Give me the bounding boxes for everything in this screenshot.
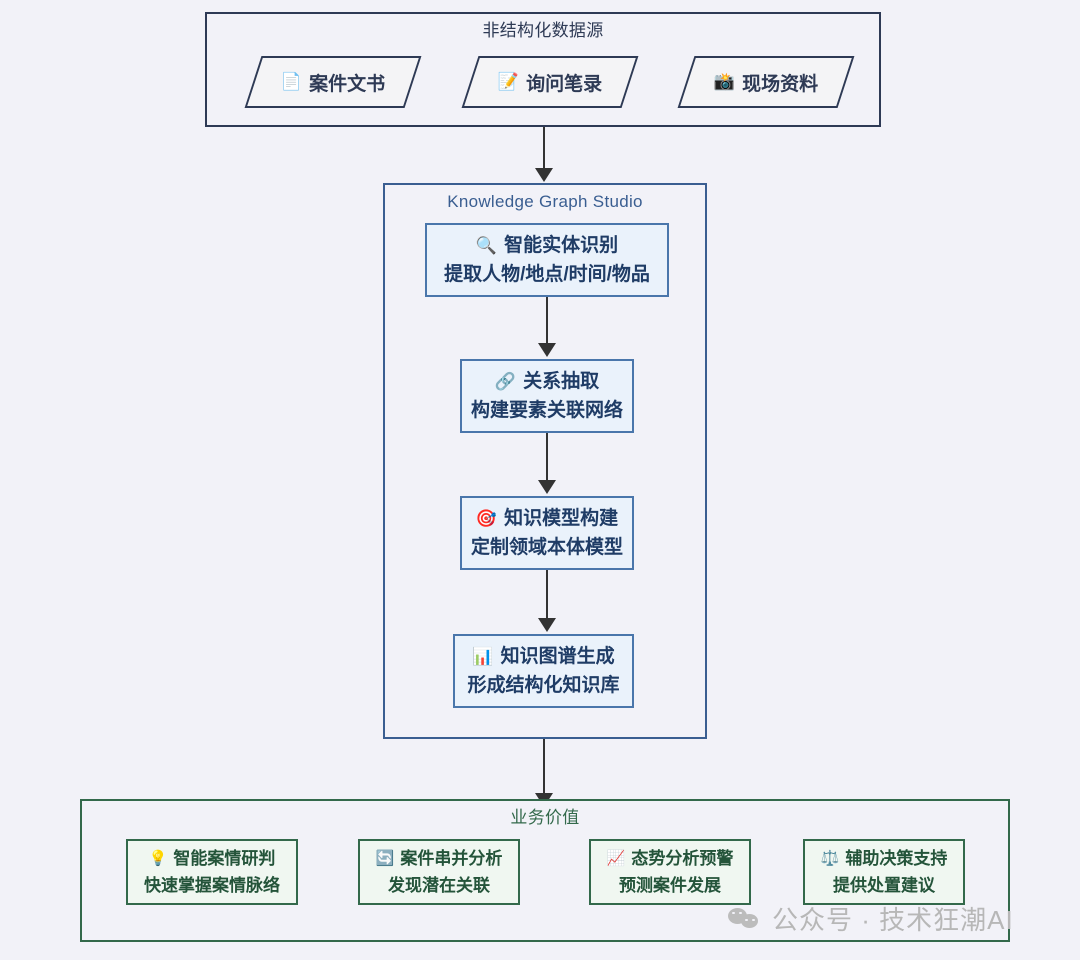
connector-step2-to-step3-arrow — [538, 480, 556, 494]
connector-step3-to-step4-line — [546, 570, 548, 620]
section-title-studio: Knowledge Graph Studio — [447, 192, 643, 211]
source-node-text: 现场资料 — [742, 73, 819, 95]
value-title-line: 💡 智能案情研判 — [149, 845, 276, 872]
step-knowledge-model-construction[interactable]: 🎯 知识模型构建 定制领域本体模型 — [460, 496, 634, 570]
section-title-sources: 非结构化数据源 — [482, 21, 604, 40]
step-subtitle: 构建要素关联网络 — [470, 400, 623, 421]
step-knowledge-graph-generation[interactable]: 📊 知识图谱生成 形成结构化知识库 — [453, 634, 634, 708]
step-title-line: 🔍 智能实体识别 — [476, 231, 618, 260]
step-relation-extraction[interactable]: 🔗 关系抽取 构建要素关联网络 — [460, 359, 634, 433]
lightbulb-icon: 💡 — [148, 850, 168, 867]
magnifier-icon: 🔍 — [475, 236, 498, 255]
value-title-line: 🔄 案件串并分析 — [376, 845, 503, 872]
step-title-line: 📊 知识图谱生成 — [472, 642, 614, 671]
memo-icon: 📝 — [497, 72, 520, 91]
connector-step3-to-step4-arrow — [538, 618, 556, 632]
source-node-text: 询问笔录 — [526, 73, 603, 95]
step-title: 智能实体识别 — [504, 235, 619, 256]
source-node-label: 📸 现场资料 — [714, 69, 818, 96]
value-subtitle: 预测案件发展 — [619, 876, 721, 895]
link-icon: 🔗 — [494, 372, 517, 391]
connector-sources-to-studio-arrow — [535, 168, 553, 182]
connector-studio-to-value-line — [543, 739, 545, 796]
section-title-value: 业务价值 — [510, 808, 580, 827]
document-icon: 📄 — [280, 72, 303, 91]
step-entity-recognition[interactable]: 🔍 智能实体识别 提取人物/地点/时间/物品 — [425, 223, 669, 297]
connector-step1-to-step2-line — [546, 297, 548, 345]
value-subtitle: 提供处置建议 — [833, 876, 935, 895]
step-title-line: 🎯 知识模型构建 — [476, 504, 618, 533]
step-title: 知识模型构建 — [504, 508, 619, 529]
section-knowledge-graph-studio: Knowledge Graph Studio 🔍 智能实体识别 提取人物/地点/… — [383, 183, 707, 739]
trendline-icon: 📈 — [606, 850, 626, 867]
step-title: 关系抽取 — [523, 371, 600, 392]
section-unstructured-sources: 非结构化数据源 📄 案件文书 📝 询问笔录 📸 现场资料 — [205, 12, 881, 127]
connector-sources-to-studio-line — [543, 127, 545, 171]
source-node-text: 案件文书 — [309, 73, 386, 95]
scales-icon: ⚖️ — [820, 850, 840, 867]
source-node-label: 📄 案件文书 — [281, 69, 385, 96]
refresh-icon: 🔄 — [375, 850, 395, 867]
step-subtitle: 定制领域本体模型 — [470, 537, 623, 558]
source-node-interview-record[interactable]: 📝 询问笔录 — [461, 56, 639, 108]
value-item-case-linkage[interactable]: 🔄 案件串并分析 发现潜在关联 — [358, 839, 520, 905]
source-node-case-document[interactable]: 📄 案件文书 — [244, 56, 422, 108]
step-title: 知识图谱生成 — [500, 646, 615, 667]
value-subtitle: 发现潜在关联 — [388, 876, 490, 895]
value-item-decision-support[interactable]: ⚖️ 辅助决策支持 提供处置建议 — [803, 839, 965, 905]
barchart-icon: 📊 — [472, 647, 494, 666]
camera-icon: 📸 — [713, 72, 736, 91]
value-title: 态势分析预警 — [631, 849, 734, 868]
value-title-line: ⚖️ 辅助决策支持 — [821, 845, 948, 872]
value-title: 辅助决策支持 — [845, 849, 948, 868]
connector-step1-to-step2-arrow — [538, 343, 556, 357]
value-title: 智能案情研判 — [173, 849, 276, 868]
connector-step2-to-step3-line — [546, 433, 548, 482]
value-item-case-analysis[interactable]: 💡 智能案情研判 快速掌握案情脉络 — [126, 839, 298, 905]
step-subtitle: 形成结构化知识库 — [467, 675, 620, 696]
source-node-label: 📝 询问笔录 — [498, 69, 602, 96]
source-node-scene-material[interactable]: 📸 现场资料 — [677, 56, 855, 108]
value-item-situation-warning[interactable]: 📈 态势分析预警 预测案件发展 — [589, 839, 751, 905]
value-subtitle: 快速掌握案情脉络 — [144, 876, 280, 895]
step-subtitle: 提取人物/地点/时间/物品 — [444, 264, 650, 285]
target-icon: 🎯 — [475, 509, 498, 528]
section-business-value: 业务价值 💡 智能案情研判 快速掌握案情脉络 🔄 案件串并分析 发现潜在关联 📈… — [80, 799, 1010, 942]
value-title-line: 📈 态势分析预警 — [607, 845, 734, 872]
step-title-line: 🔗 关系抽取 — [495, 367, 599, 396]
value-title: 案件串并分析 — [400, 849, 503, 868]
